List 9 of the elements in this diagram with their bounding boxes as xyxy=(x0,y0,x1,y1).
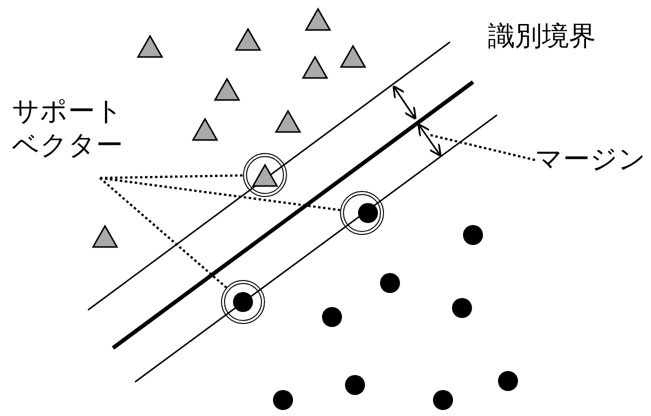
leader-line xyxy=(99,177,228,288)
support-vector-ring xyxy=(221,280,265,324)
leader-line xyxy=(100,176,340,212)
callout-label: サポートベクター xyxy=(12,95,132,163)
callout-label: マージン xyxy=(535,143,651,177)
support-vector-ring xyxy=(340,191,384,235)
boundary-label: 識別境界 xyxy=(488,20,596,54)
support-vector-ring xyxy=(243,153,287,197)
leader-line xyxy=(430,134,536,162)
